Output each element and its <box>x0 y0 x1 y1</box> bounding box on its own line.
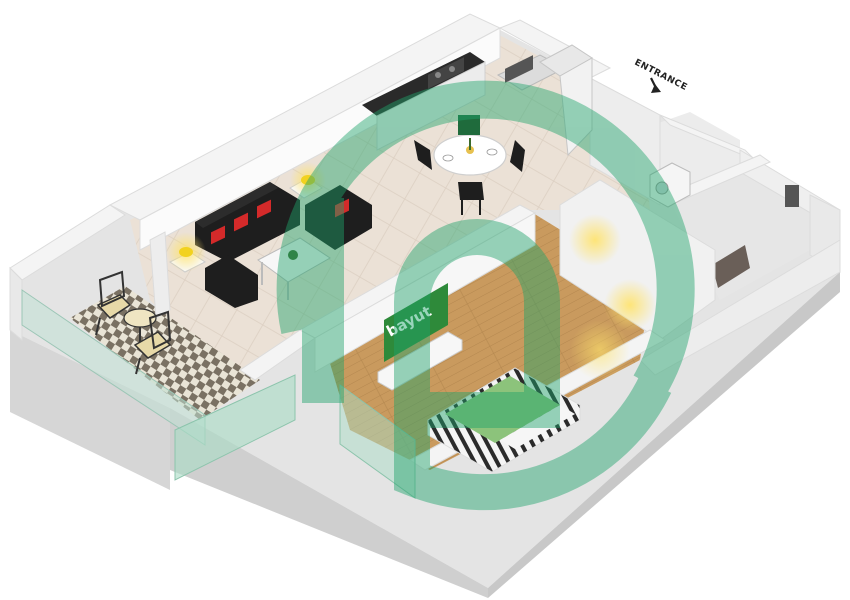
shower-fixture <box>785 185 799 207</box>
dining-set <box>414 115 525 215</box>
side-table-lamp-right <box>289 162 326 199</box>
ottoman <box>205 255 258 308</box>
washing-machine <box>649 162 691 208</box>
coffee-table <box>257 237 331 300</box>
balcony-table <box>123 308 157 343</box>
side-table-lamp-left <box>166 232 206 273</box>
balcony-chair-2 <box>133 310 172 375</box>
entrance-marker: ENTRANCE <box>633 58 689 93</box>
balcony-glass-railing <box>21 289 416 499</box>
entrance-label: ENTRANCE <box>633 58 689 93</box>
entrance-arrow-icon <box>650 77 661 93</box>
balcony-chair-1 <box>95 270 132 336</box>
kitchen-appliances <box>496 44 593 157</box>
tv-screen: bayut <box>383 283 448 362</box>
balcony-floor <box>70 286 260 420</box>
cushion <box>234 212 248 232</box>
bed <box>427 367 581 473</box>
cushion <box>257 199 271 219</box>
tv-console <box>377 331 463 391</box>
living-room-floor <box>130 30 650 390</box>
wardrobe-lights <box>569 214 656 380</box>
kitchen-counter <box>362 52 486 151</box>
sofa <box>195 182 300 262</box>
bayut-logo-watermark <box>276 80 695 511</box>
cushion <box>211 225 225 245</box>
armchair <box>305 185 372 250</box>
